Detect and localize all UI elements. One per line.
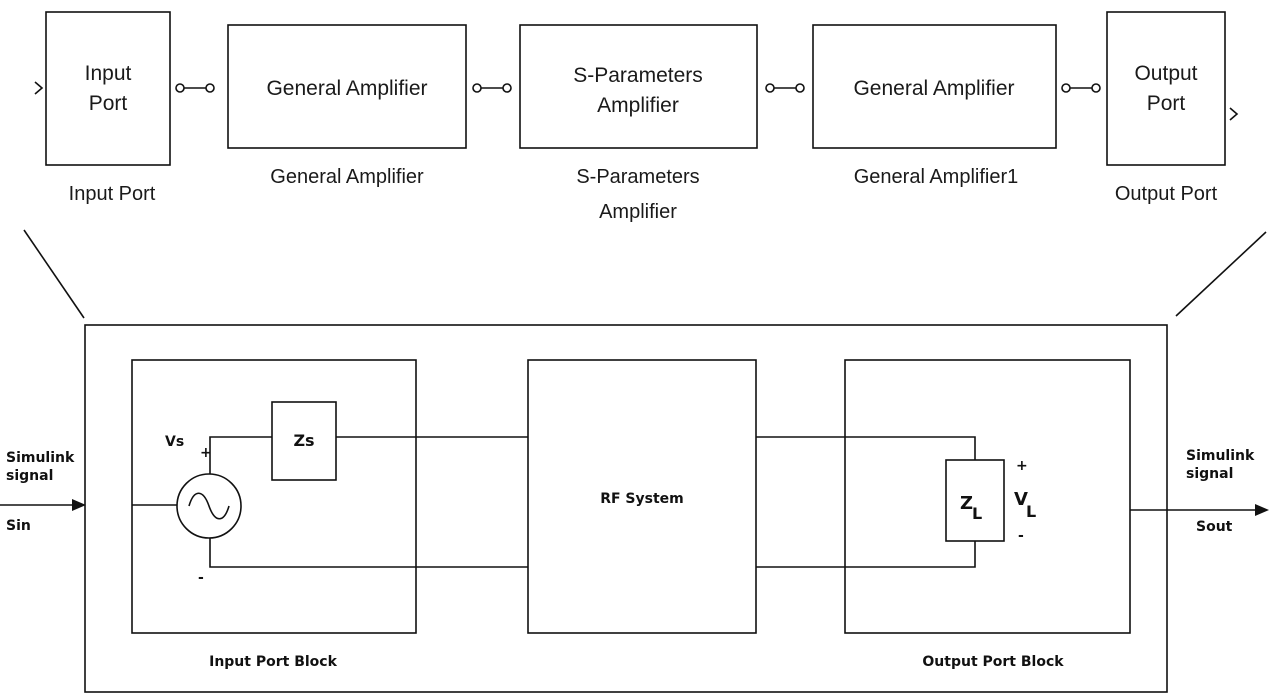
vl-label: V (1014, 489, 1028, 510)
zl-label: Z (960, 493, 973, 514)
general-amplifier1-title: General Amplifier (853, 77, 1014, 100)
general-amplifier-label: General Amplifier (270, 166, 424, 188)
input-signal-name: Sin (6, 518, 31, 534)
output-signal-name: Sout (1196, 519, 1233, 535)
output-port-chevron (1229, 107, 1239, 121)
input-port-title-2: Port (89, 92, 128, 115)
zoom-line-right (1175, 231, 1267, 317)
input-signal-label-1: Simulink (6, 450, 75, 466)
output-port-block-label: Output Port Block (922, 654, 1064, 670)
connector-4 (1061, 83, 1101, 93)
vs-minus: - (198, 570, 204, 586)
s-parameters-title-1: S-Parameters (573, 64, 703, 87)
vs-plus: + (200, 445, 212, 461)
output-port-title-2: Port (1147, 92, 1186, 115)
output-port-title-1: Output (1134, 62, 1197, 85)
output-port-block[interactable]: Output Port (1106, 11, 1226, 166)
input-port-chevron (34, 81, 44, 95)
zs-label: Zs (293, 431, 314, 450)
schematic: Simulink signal Sin Simulink signal Sout… (0, 324, 1269, 693)
connector-3 (765, 83, 805, 93)
input-signal-label-2: signal (6, 468, 53, 484)
general-amplifier-block[interactable]: General Amplifier (227, 24, 467, 149)
vs-label: Vs (165, 434, 184, 450)
input-port-block[interactable]: Input Port (45, 11, 171, 166)
vl-minus: - (1018, 528, 1024, 544)
connector-2 (472, 83, 512, 93)
s-parameters-amplifier-block[interactable]: S-Parameters Amplifier (519, 24, 758, 149)
output-wiring (756, 436, 1167, 568)
output-signal-label-2: signal (1186, 466, 1233, 482)
input-wiring (132, 436, 528, 568)
input-port-block-label: Input Port Block (209, 654, 337, 670)
general-amplifier-title: General Amplifier (266, 77, 427, 100)
model-row: Input Port Input Port General Amplifier … (34, 11, 1239, 223)
general-amplifier1-label: General Amplifier1 (854, 166, 1019, 188)
s-parameters-label-2: Amplifier (599, 201, 677, 223)
rf-system-label: RF System (600, 491, 684, 507)
input-port-label: Input Port (69, 183, 156, 205)
zl-subscript: L (972, 504, 982, 523)
voltage-source-icon (176, 473, 242, 539)
zs-impedance-box (271, 401, 337, 481)
vl-subscript: L (1026, 502, 1036, 521)
output-signal-label-1: Simulink (1186, 448, 1255, 464)
output-signal-arrow (1167, 504, 1269, 516)
input-signal-arrow (0, 499, 86, 511)
output-port-label: Output Port (1115, 183, 1218, 205)
zl-load-box (945, 459, 1005, 542)
s-parameters-title-2: Amplifier (597, 94, 679, 117)
rf-system-box (527, 359, 757, 634)
connector-1 (175, 83, 215, 93)
zoom-line-left (23, 229, 85, 319)
general-amplifier1-block[interactable]: General Amplifier (812, 24, 1057, 149)
input-port-title-1: Input (85, 62, 132, 85)
vl-plus: + (1016, 458, 1028, 474)
input-port-block-box (131, 359, 417, 634)
s-parameters-label-1: S-Parameters (576, 166, 699, 188)
